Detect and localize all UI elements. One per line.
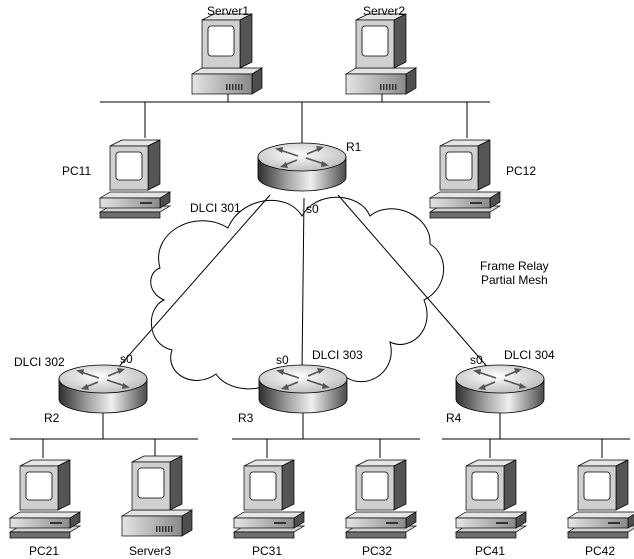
cloud-label: Frame Relay Partial Mesh (480, 259, 549, 287)
pc11-label: PC11 (62, 164, 92, 178)
server1-label: Server1 (206, 4, 250, 18)
r3-s0-label: s0 (276, 353, 289, 367)
pc11-icon (99, 139, 171, 219)
router-r4-icon (455, 364, 545, 414)
pvc-r1-r3 (301, 197, 305, 371)
pc41-label: PC41 (474, 544, 506, 558)
router-r3-icon (258, 364, 348, 414)
router-r1-label: R1 (346, 140, 362, 154)
dlci-301-label: DLCI 301 (190, 201, 241, 215)
pc12-label: PC12 (506, 164, 537, 178)
router-r2-icon (58, 364, 148, 414)
pc21-label: PC21 (28, 544, 60, 558)
pc12-icon (429, 139, 501, 219)
pc41-icon (455, 459, 527, 539)
cloud-label-line2: Partial Mesh (480, 273, 548, 287)
r4-s0-label: s0 (470, 353, 483, 367)
server3-label: Server3 (128, 544, 172, 558)
r2-s0-label: s0 (120, 352, 133, 366)
dlci-304-label: DLCI 304 (504, 348, 555, 362)
server2-icon (345, 13, 417, 95)
pc31-label: PC31 (251, 544, 283, 558)
server2-label: Server2 (362, 4, 406, 18)
pc21-icon (9, 459, 81, 539)
server1-icon (191, 13, 263, 95)
r1-s0-label: s0 (306, 202, 319, 216)
pvc-r1-r2 (115, 194, 271, 371)
server3-icon (121, 455, 193, 537)
cloud-label-line1: Frame Relay (480, 259, 549, 273)
pc32-label: PC32 (361, 544, 393, 558)
pc32-icon (345, 459, 417, 539)
dlci-303-label: DLCI 303 (312, 348, 363, 362)
router-r1-icon (257, 142, 347, 192)
dlci-302-label: DLCI 302 (14, 355, 65, 369)
pc42-label: PC42 (584, 544, 616, 558)
pvc-r1-r4 (337, 194, 491, 371)
pc31-icon (233, 459, 305, 539)
frame-relay-cloud (150, 196, 444, 393)
router-r2-label: R2 (44, 411, 60, 425)
router-r4-label: R4 (446, 411, 462, 425)
pc42-icon (567, 459, 634, 539)
router-r3-label: R3 (238, 411, 254, 425)
